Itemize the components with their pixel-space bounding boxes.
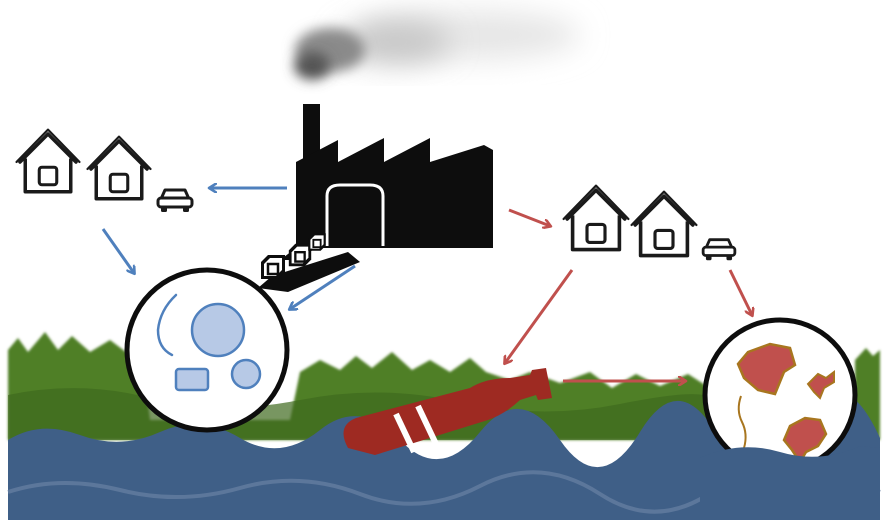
fragment-bird [806, 370, 835, 400]
pellet-icon [258, 232, 360, 292]
fiber [156, 293, 178, 357]
house-icon [14, 127, 153, 201]
arrow-houses-to-microplastics [101, 228, 134, 273]
bottle-icon [343, 368, 552, 455]
microplastics-circle [124, 267, 290, 433]
water [8, 392, 880, 520]
fragment-large [736, 342, 797, 396]
arrow-factory-to-microplastics [290, 264, 356, 309]
particle-large [190, 302, 246, 358]
house-icon [561, 183, 699, 258]
particle-small [230, 358, 262, 390]
fragment-bottom [782, 416, 828, 465]
arrow-houses-to-bottle [505, 269, 574, 363]
car-icon [701, 238, 737, 262]
fragment-thread [737, 395, 747, 449]
smoke-icon [294, 10, 580, 80]
arrow-factory-to-houses-red [508, 208, 550, 226]
particle-rect [174, 367, 210, 392]
car-icon [156, 188, 194, 214]
factory-icon [280, 104, 493, 260]
fragments-circle [702, 317, 858, 473]
arrow-houses-to-fragments [728, 269, 752, 315]
water-front [700, 446, 880, 520]
